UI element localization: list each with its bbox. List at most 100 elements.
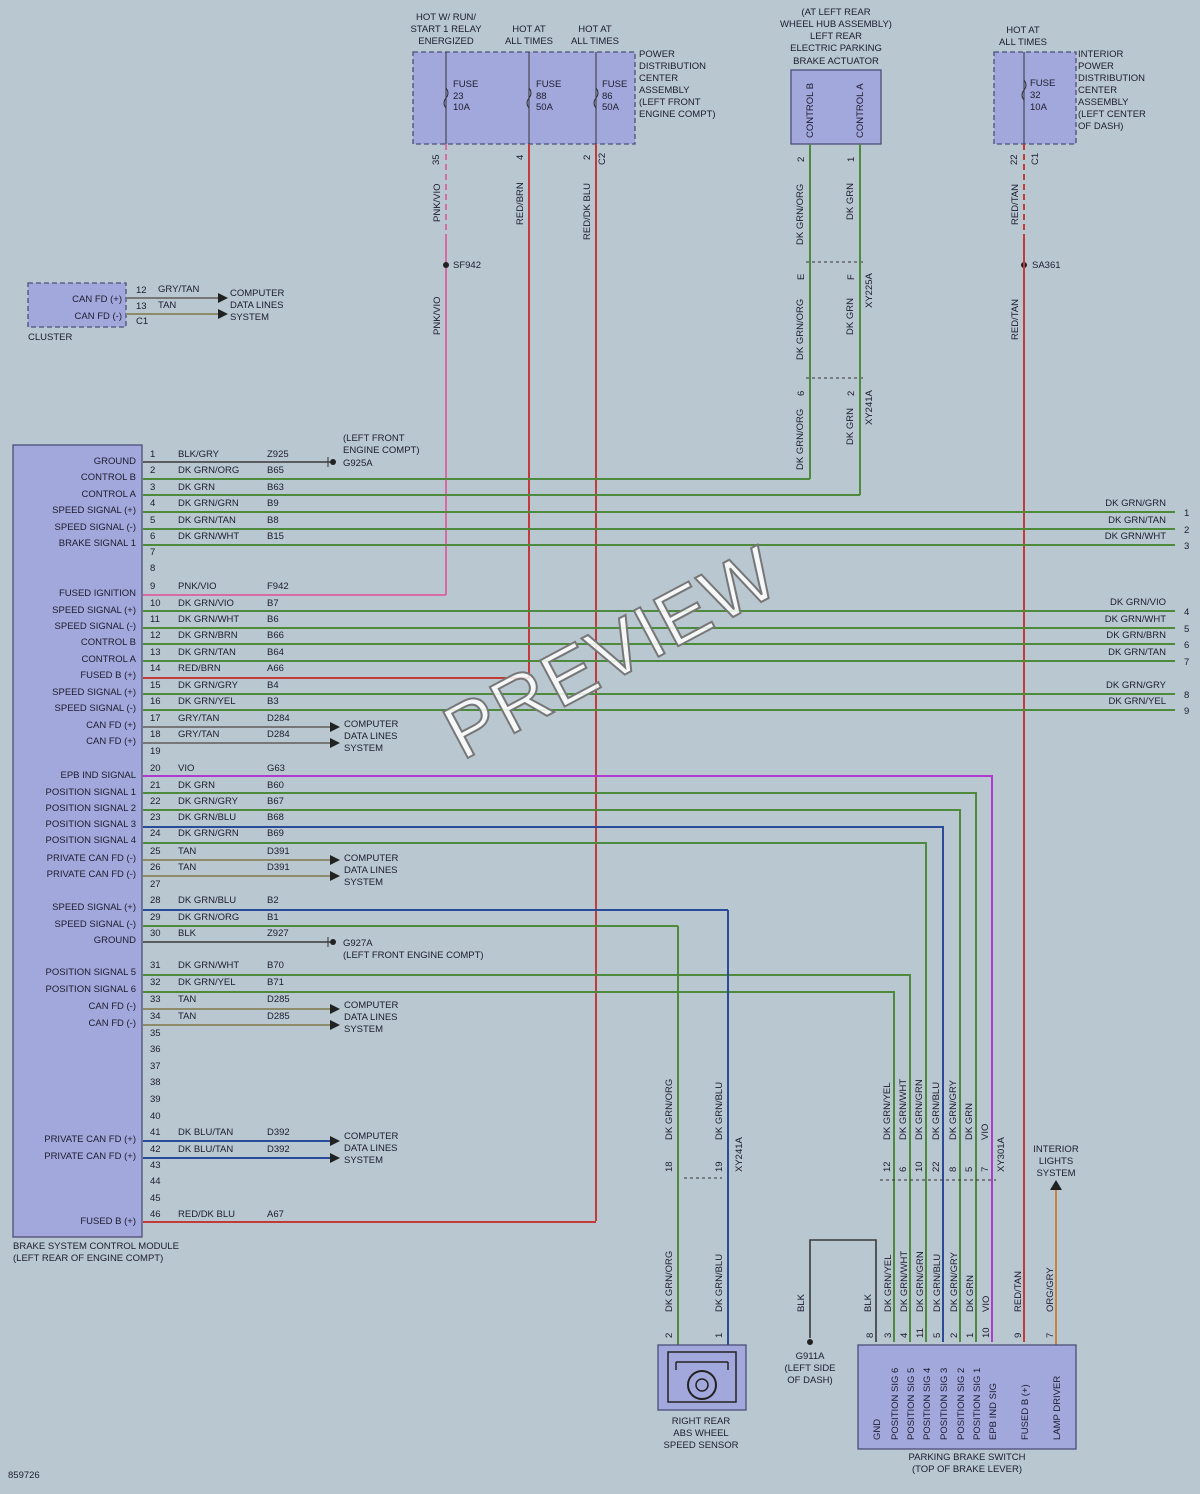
- dest-label: COMPUTER: [344, 1131, 399, 1142]
- circuit-label: B65: [267, 465, 284, 476]
- module-pin-label: SPEED SIGNAL (+): [52, 687, 136, 698]
- pin-number: 18: [150, 729, 161, 740]
- pin-number: 12: [136, 285, 147, 296]
- pin-number: 26: [150, 862, 161, 873]
- circuit-label: B66: [267, 630, 284, 641]
- pin-number: 22: [150, 796, 161, 807]
- pdc-hot-label: START 1 RELAY: [410, 24, 482, 35]
- connector-id: C1: [1030, 153, 1041, 165]
- pin-number: 9: [1013, 1333, 1024, 1338]
- fuse-number: 86: [602, 91, 613, 102]
- pin-number: 4: [515, 155, 526, 160]
- pin-number: 1: [965, 1333, 976, 1338]
- interior-lights-label: SYSTEM: [1036, 1168, 1075, 1179]
- module-pin-label: POSITION SIGNAL 3: [46, 819, 136, 830]
- wire-color-label: DK GRN/TAN: [178, 647, 236, 658]
- pin-number: 4: [150, 498, 155, 509]
- cluster-pin-label: CAN FD (+): [72, 294, 122, 305]
- wire-color-label: DK BLU/TAN: [178, 1127, 233, 1138]
- arrow-right-icon: [330, 871, 340, 881]
- wheel-sensor-icon: [667, 1351, 737, 1403]
- pin-number: 6: [796, 391, 807, 396]
- wire-path: [143, 826, 944, 1342]
- wire-color-label: DK GRN/VIO: [178, 598, 234, 609]
- ground-g911a: BLK BLK G911A (LEFT SIDE OF DASH): [784, 1239, 877, 1386]
- pin-number: 5: [150, 515, 155, 526]
- switch-pin-label: FUSED B (+): [1020, 1384, 1031, 1440]
- pin-number: 11: [915, 1328, 926, 1338]
- circuit-label: B15: [267, 531, 284, 542]
- fuse-label: FUSE: [602, 79, 627, 90]
- ground-location: (LEFT FRONT: [343, 433, 405, 444]
- wire-color-label: DK GRN/BLU: [714, 1254, 725, 1312]
- wire-color-label: DK GRN/YEL: [883, 1254, 894, 1312]
- fuse-icon: [593, 87, 599, 109]
- connector-id: XY301A: [996, 1136, 1007, 1172]
- abs-wheel-speed-sensor: DK GRN/ORG DK GRN/BLU 18 19 XY241A DK GR…: [657, 910, 747, 1451]
- wire-color-label: DK GRN/TAN: [1108, 647, 1166, 658]
- wire-color-label: DK GRN/TAN: [1108, 515, 1166, 526]
- module-pin-label: FUSED IGNITION: [59, 588, 136, 599]
- pin-number: 12: [150, 630, 161, 641]
- wire-color-label: DK GRN/GRY: [949, 1251, 960, 1312]
- ground-location: (LEFT FRONT ENGINE COMPT): [343, 950, 484, 961]
- circuit-label: D391: [267, 846, 290, 857]
- pdc-hot-label: HOT AT: [512, 24, 546, 35]
- pin-number: 14: [150, 663, 161, 674]
- wire-color-label: DK GRN/VIO: [1110, 597, 1166, 608]
- pin-number: 19: [150, 746, 161, 757]
- epb-pin-label: CONTROL B: [805, 83, 816, 138]
- module-pin-label: PRIVATE CAN FD (+): [44, 1151, 136, 1162]
- dest-label: DATA LINES: [230, 300, 284, 311]
- wire-color-label: DK GRN/BRN: [1106, 630, 1166, 641]
- fuse-number: 32: [1030, 90, 1041, 101]
- ipdc-name: (LEFT CENTER: [1078, 109, 1146, 120]
- wire-color-label: DK GRN/WHT: [898, 1079, 909, 1140]
- static-wires: SF942 PNK/VIO: [143, 144, 1025, 1342]
- module-pin-label: POSITION SIGNAL 2: [46, 803, 136, 814]
- abs-sensor-box: [657, 1344, 747, 1411]
- wire-color-label: BLK: [178, 928, 197, 939]
- wire-color-label: DK GRN/YEL: [882, 1082, 893, 1140]
- pin-number: 6: [150, 531, 155, 542]
- pdc-hot-label: ENERGIZED: [418, 36, 474, 47]
- module-pin-label: SPEED SIGNAL (+): [52, 605, 136, 616]
- wire-color-label: RED/BRN: [515, 182, 526, 225]
- pin-number: 37: [150, 1061, 161, 1072]
- pin-number: 8: [865, 1333, 876, 1338]
- pin-number: 2: [796, 157, 807, 162]
- wire-color-label: DK GRN: [845, 298, 856, 335]
- wire-color-label: DK GRN/BLU: [178, 895, 236, 906]
- module-pin-label: FUSED B (+): [80, 670, 136, 681]
- module-pin-label: POSITION SIGNAL 6: [46, 984, 136, 995]
- abs-name: ABS WHEEL: [673, 1428, 728, 1439]
- pin-number: 3: [883, 1333, 894, 1338]
- pin-number: 43: [150, 1160, 161, 1171]
- ground-icon: [327, 457, 336, 467]
- circuit-label: D284: [267, 729, 290, 740]
- switch-pin-label: LAMP DRIVER: [1052, 1376, 1063, 1440]
- pin-number: 7: [1045, 1333, 1056, 1338]
- module-pin-label: CONTROL B: [81, 472, 136, 483]
- pin-number: 7: [980, 1167, 991, 1172]
- pin-number: 42: [150, 1144, 161, 1155]
- wire-color-label: VIO: [981, 1296, 992, 1312]
- module-pin-label: CONTROL A: [81, 489, 136, 500]
- wire-color-label: DK GRN/TAN: [178, 515, 236, 526]
- circuit-label: B2: [267, 895, 279, 906]
- wire-path: [143, 842, 927, 1342]
- switch-pin-label: POSITION SIG 2: [956, 1368, 967, 1440]
- wire-color-label: DK GRN/ORG: [795, 299, 806, 360]
- pin-number: 18: [664, 1161, 675, 1172]
- module-pin-label: POSITION SIGNAL 1: [46, 787, 136, 798]
- pin-number: 9: [150, 581, 155, 592]
- interior-lights-label: LIGHTS: [1039, 1156, 1073, 1167]
- wire-color-label: DK BLU/TAN: [178, 1144, 233, 1155]
- wire-color-label: DK GRN/ORG: [178, 465, 239, 476]
- wire-color-label: RED/DK BLU: [178, 1209, 235, 1220]
- circuit-label: D392: [267, 1144, 290, 1155]
- wire-color-label: DK GRN/WHT: [178, 531, 239, 542]
- circuit-label: B70: [267, 960, 284, 971]
- wire-color-label: VIO: [980, 1124, 991, 1140]
